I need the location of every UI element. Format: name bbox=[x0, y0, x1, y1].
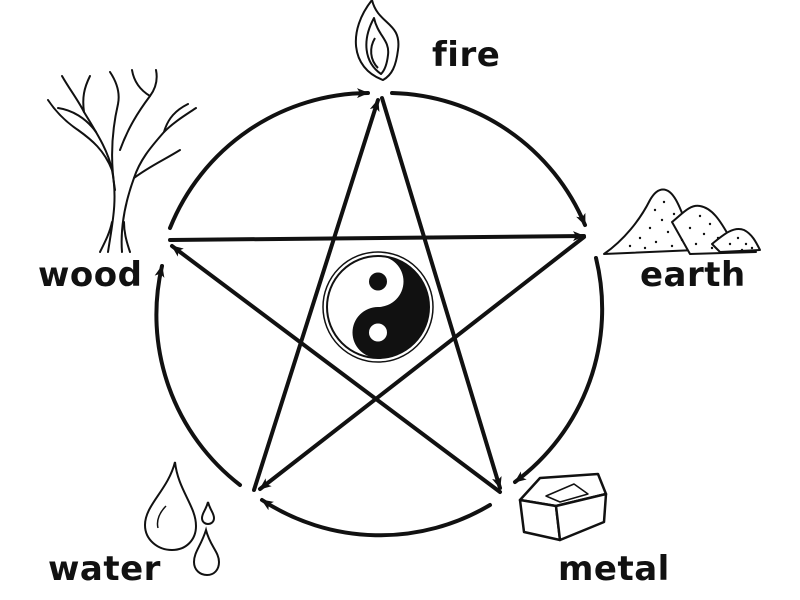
water-drops-icon bbox=[143, 461, 221, 577]
arc-metal-to-water bbox=[260, 498, 492, 538]
flame-icon bbox=[354, 0, 400, 81]
label-metal: metal bbox=[558, 549, 670, 589]
arc-earth-to-metal bbox=[513, 256, 605, 484]
line-wood-to-earth bbox=[168, 231, 586, 242]
line-water-to-fire bbox=[252, 98, 380, 492]
metal-ingot-icon bbox=[518, 472, 608, 542]
arc-wood-to-fire bbox=[168, 88, 370, 230]
arc-water-to-wood bbox=[154, 264, 242, 487]
mountains-icon bbox=[603, 188, 761, 255]
label-water: water bbox=[48, 549, 161, 589]
controlling-cycle bbox=[168, 96, 586, 494]
arc-fire-to-earth bbox=[390, 91, 587, 227]
generating-cycle bbox=[154, 88, 605, 538]
tree-icon bbox=[47, 69, 197, 253]
line-earth-to-water bbox=[258, 235, 586, 491]
yin-yang-icon bbox=[322, 251, 434, 363]
line-fire-to-metal bbox=[380, 96, 502, 490]
label-earth: earth bbox=[640, 255, 746, 295]
line-metal-to-wood bbox=[170, 244, 502, 494]
label-wood: wood bbox=[38, 255, 143, 295]
label-fire: fire bbox=[432, 35, 501, 75]
